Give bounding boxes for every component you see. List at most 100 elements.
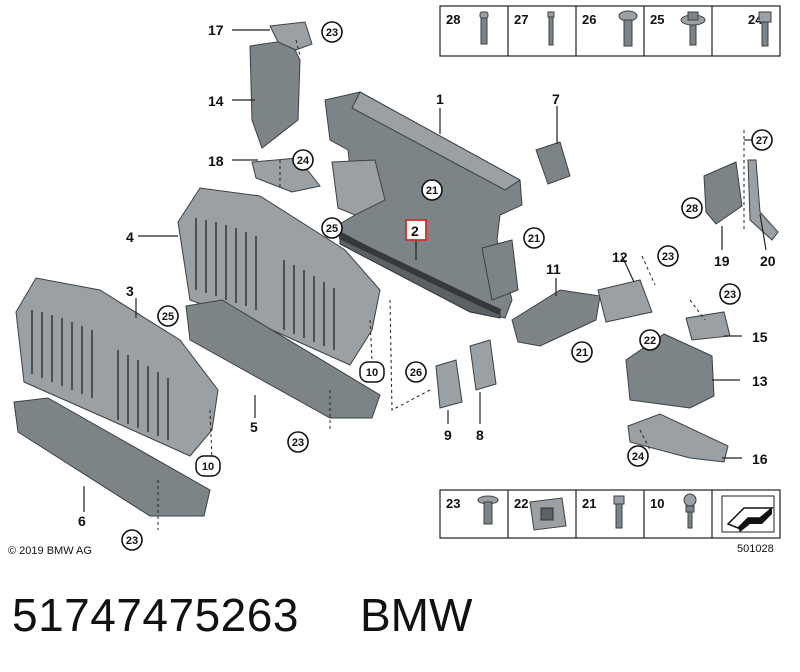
callout-9: 9	[444, 427, 452, 443]
expansion-clip-icon	[477, 495, 499, 525]
bracket-part-8	[469, 339, 497, 391]
bracket-part-16	[627, 413, 729, 463]
callout-3: 3	[126, 283, 134, 299]
legend-item-25: 25	[650, 12, 664, 27]
legend-item-21: 21	[582, 496, 596, 511]
bracket-part-9	[435, 359, 463, 409]
ref-21-b: 21	[523, 227, 545, 249]
callout-labels: 17 14 18 4 3 1 7 5 6 9 8 11 12 15 13 16 …	[78, 22, 776, 529]
seal-part-20	[747, 159, 779, 241]
ref-23-a: 23	[321, 21, 343, 43]
dashed-lines	[157, 39, 745, 530]
svg-text:21: 21	[528, 233, 540, 245]
svg-text:23: 23	[126, 535, 138, 547]
svg-text:27: 27	[756, 135, 768, 147]
callout-15: 15	[752, 329, 768, 345]
ref-25-b: 25	[157, 305, 179, 327]
air-duct-part-13	[625, 333, 715, 409]
svg-text:24: 24	[297, 155, 310, 167]
callout-6: 6	[78, 513, 86, 529]
callout-8: 8	[476, 427, 484, 443]
bracket-part-7	[535, 141, 571, 185]
ref-23-d: 23	[657, 245, 679, 267]
svg-text:23: 23	[662, 251, 674, 263]
legend-item-23: 23	[446, 496, 460, 511]
callout-1: 1	[436, 91, 444, 107]
air-duct-part-19	[703, 161, 743, 225]
callout-10-box-a: 10	[359, 361, 385, 383]
callout-10-box-b: 10	[195, 455, 221, 477]
svg-text:23: 23	[724, 289, 736, 301]
callout-20: 20	[760, 253, 776, 269]
spring-nut-icon	[529, 497, 567, 531]
svg-text:21: 21	[426, 185, 438, 197]
svg-text:24: 24	[632, 451, 645, 463]
ref-22: 22	[639, 329, 661, 351]
ref-25-a: 25	[321, 217, 343, 239]
bracket-part-17	[269, 21, 313, 51]
legend-item-26: 26	[582, 12, 596, 27]
part-number: 51747475263	[12, 589, 299, 641]
callout-16: 16	[752, 451, 768, 467]
circled-references: 23 24 25 25 21 21 21 26 23 23 23 23 22 2…	[121, 21, 773, 551]
ref-23-c: 23	[121, 529, 143, 551]
callout-18: 18	[208, 153, 224, 169]
callout-17: 17	[208, 22, 224, 38]
ref-28: 28	[681, 197, 703, 219]
svg-text:25: 25	[162, 311, 174, 323]
callout-12: 12	[612, 249, 628, 265]
arrow-icon	[721, 495, 775, 533]
air-duct-part-11	[511, 289, 601, 347]
callout-19: 19	[714, 253, 730, 269]
svg-text:10: 10	[202, 461, 214, 473]
callout-14: 14	[208, 93, 224, 109]
svg-text:2: 2	[411, 223, 419, 239]
bracket-part-15	[685, 311, 731, 341]
svg-text:21: 21	[576, 347, 588, 359]
copyright-text: © 2019 BMW AG	[8, 545, 92, 557]
fastener-legend-bottom: 23 22 21 10	[439, 489, 781, 539]
kidney-grille-upper	[177, 187, 381, 366]
callout-11: 11	[546, 261, 561, 277]
ref-23-b: 23	[287, 431, 309, 453]
pin-icon	[547, 11, 555, 46]
ref-26: 26	[405, 361, 427, 383]
callout-13: 13	[752, 373, 768, 389]
ref-24-b: 24	[627, 445, 649, 467]
callout-7: 7	[552, 91, 560, 107]
callout-2-highlight: 2	[405, 219, 427, 241]
rivet-icon	[479, 11, 489, 45]
air-deflector-part-6	[13, 397, 211, 517]
kidney-grille-lower	[15, 277, 219, 457]
screw-icon	[618, 10, 638, 47]
callout-5: 5	[250, 419, 258, 435]
leader-lines	[83, 29, 767, 512]
ref-24-a: 24	[292, 149, 314, 171]
flange-bolt-icon	[680, 11, 706, 46]
callout-4: 4	[126, 229, 134, 245]
svg-text:28: 28	[686, 203, 698, 215]
ref-23-e: 23	[719, 283, 741, 305]
legend-item-28: 28	[446, 12, 460, 27]
svg-text:10: 10	[366, 367, 378, 379]
legend-item-22: 22	[514, 496, 528, 511]
legend-item-27: 27	[514, 12, 528, 27]
screw-icon	[613, 495, 625, 529]
svg-text:25: 25	[326, 223, 338, 235]
hex-bolt-icon	[758, 11, 772, 47]
diagram-code: 501028	[737, 543, 774, 555]
svg-text:26: 26	[410, 367, 422, 379]
ref-27: 27	[751, 129, 773, 151]
svg-text:23: 23	[292, 437, 304, 449]
fastener-legend-top: 28 27 26 25 24	[439, 5, 781, 57]
brand-name: BMW	[360, 589, 473, 641]
lower-cross-member	[338, 233, 502, 315]
air-duct-part-14	[249, 39, 301, 149]
ball-stud-icon	[683, 493, 697, 529]
svg-text:22: 22	[644, 335, 656, 347]
legend-item-10: 10	[650, 496, 664, 511]
ref-21-c: 21	[571, 341, 593, 363]
svg-text:23: 23	[326, 27, 338, 39]
air-duct-part-12	[597, 279, 653, 323]
